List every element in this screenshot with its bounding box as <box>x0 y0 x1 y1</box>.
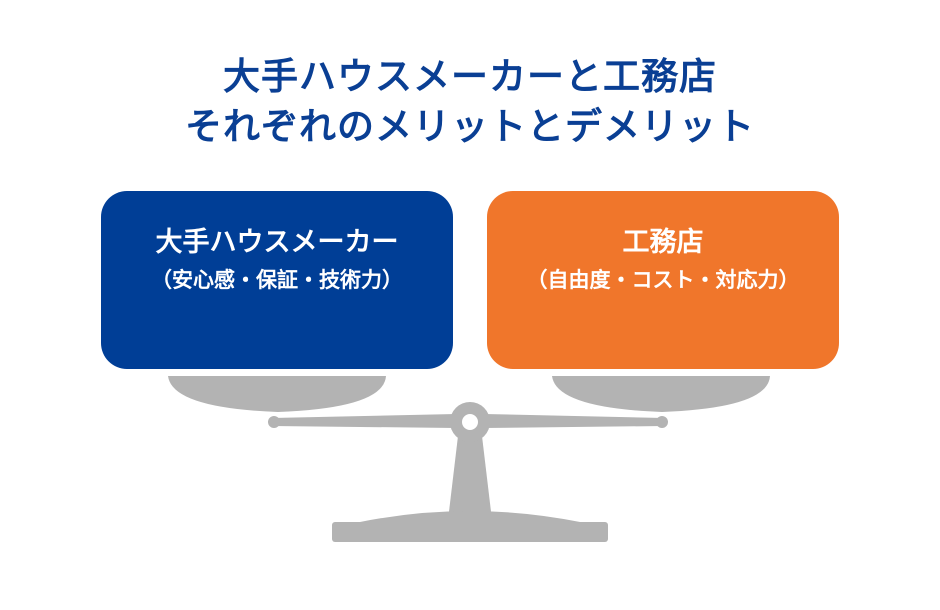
house-maker-name: 大手ハウスメーカー <box>155 227 399 258</box>
beam-right-end <box>656 416 668 428</box>
house-maker-box: 大手ハウスメーカー （安心感・保証・技術力） <box>101 191 453 369</box>
scale-pillar <box>448 436 492 520</box>
builder-box: 工務店 （自由度・コスト・対応力） <box>487 191 839 369</box>
left-pan <box>168 376 386 412</box>
title-line-1: 大手ハウスメーカーと工務店 <box>223 55 717 98</box>
house-maker-detail: （安心感・保証・技術力） <box>151 268 403 292</box>
builder-detail: （自由度・コスト・対応力） <box>526 268 800 292</box>
scale-base <box>332 522 608 542</box>
right-pan <box>552 376 770 412</box>
diagram-title: 大手ハウスメーカーと工務店 それぞれのメリットとデメリット <box>0 52 940 152</box>
beam-left-end <box>268 416 280 428</box>
scale-base-top <box>360 511 580 522</box>
builder-name: 工務店 <box>622 227 704 258</box>
title-line-2: それぞれのメリットとデメリット <box>185 105 755 148</box>
scale-pivot-center <box>462 414 478 430</box>
